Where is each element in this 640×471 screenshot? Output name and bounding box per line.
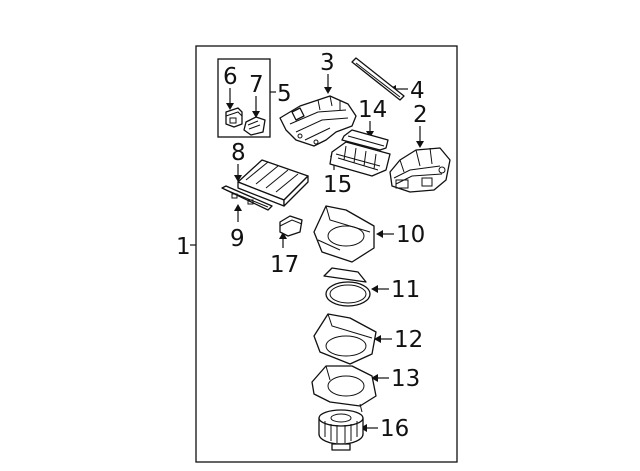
part-13-scroll bbox=[311, 365, 377, 413]
callout-14: 14 bbox=[358, 97, 387, 123]
callout-2: 2 bbox=[413, 102, 428, 128]
callout-4: 4 bbox=[410, 78, 425, 104]
arrow-12 bbox=[374, 335, 381, 343]
callout-3: 3 bbox=[320, 50, 335, 76]
part-9-bracket bbox=[221, 185, 273, 211]
arrow-7 bbox=[252, 111, 260, 118]
part-8-filter bbox=[237, 159, 309, 207]
part-10-lower-case bbox=[313, 205, 375, 263]
part-4-strip bbox=[351, 57, 405, 101]
callout-1: 1 bbox=[176, 234, 191, 260]
arrow-6 bbox=[226, 103, 234, 110]
part-11-ring bbox=[323, 267, 371, 307]
arrow-13 bbox=[371, 374, 378, 382]
subassembly-frame-5 bbox=[217, 58, 271, 138]
callout-13: 13 bbox=[391, 366, 420, 392]
part-2-case bbox=[389, 147, 451, 193]
part-17-resistor bbox=[279, 215, 303, 237]
callout-6: 6 bbox=[223, 64, 238, 90]
callout-8: 8 bbox=[231, 140, 246, 166]
arrow-17 bbox=[279, 232, 287, 239]
callout-7: 7 bbox=[249, 72, 264, 98]
callout-15: 15 bbox=[323, 172, 352, 198]
callout-9: 9 bbox=[230, 226, 245, 252]
arrow-8 bbox=[234, 175, 242, 182]
arrow-11 bbox=[371, 285, 378, 293]
callout-5: 5 bbox=[277, 81, 292, 107]
arrow-2 bbox=[416, 141, 424, 148]
assembly-frame bbox=[195, 45, 458, 463]
part-3-upper-case bbox=[279, 95, 357, 147]
callout-16: 16 bbox=[380, 416, 409, 442]
callout-11: 11 bbox=[391, 277, 420, 303]
part-14-duct bbox=[341, 129, 389, 151]
part-15-housing bbox=[329, 141, 391, 177]
arrow-9 bbox=[234, 204, 242, 211]
arrow-3 bbox=[324, 87, 332, 94]
part-12-housing bbox=[313, 313, 377, 365]
part-6-clip bbox=[225, 107, 243, 128]
callout-10: 10 bbox=[396, 222, 425, 248]
arrow-10 bbox=[376, 230, 383, 238]
callout-17: 17 bbox=[270, 252, 299, 278]
callout-12: 12 bbox=[394, 327, 423, 353]
part-7-actuator bbox=[243, 116, 266, 136]
part-16-motor bbox=[318, 409, 364, 451]
